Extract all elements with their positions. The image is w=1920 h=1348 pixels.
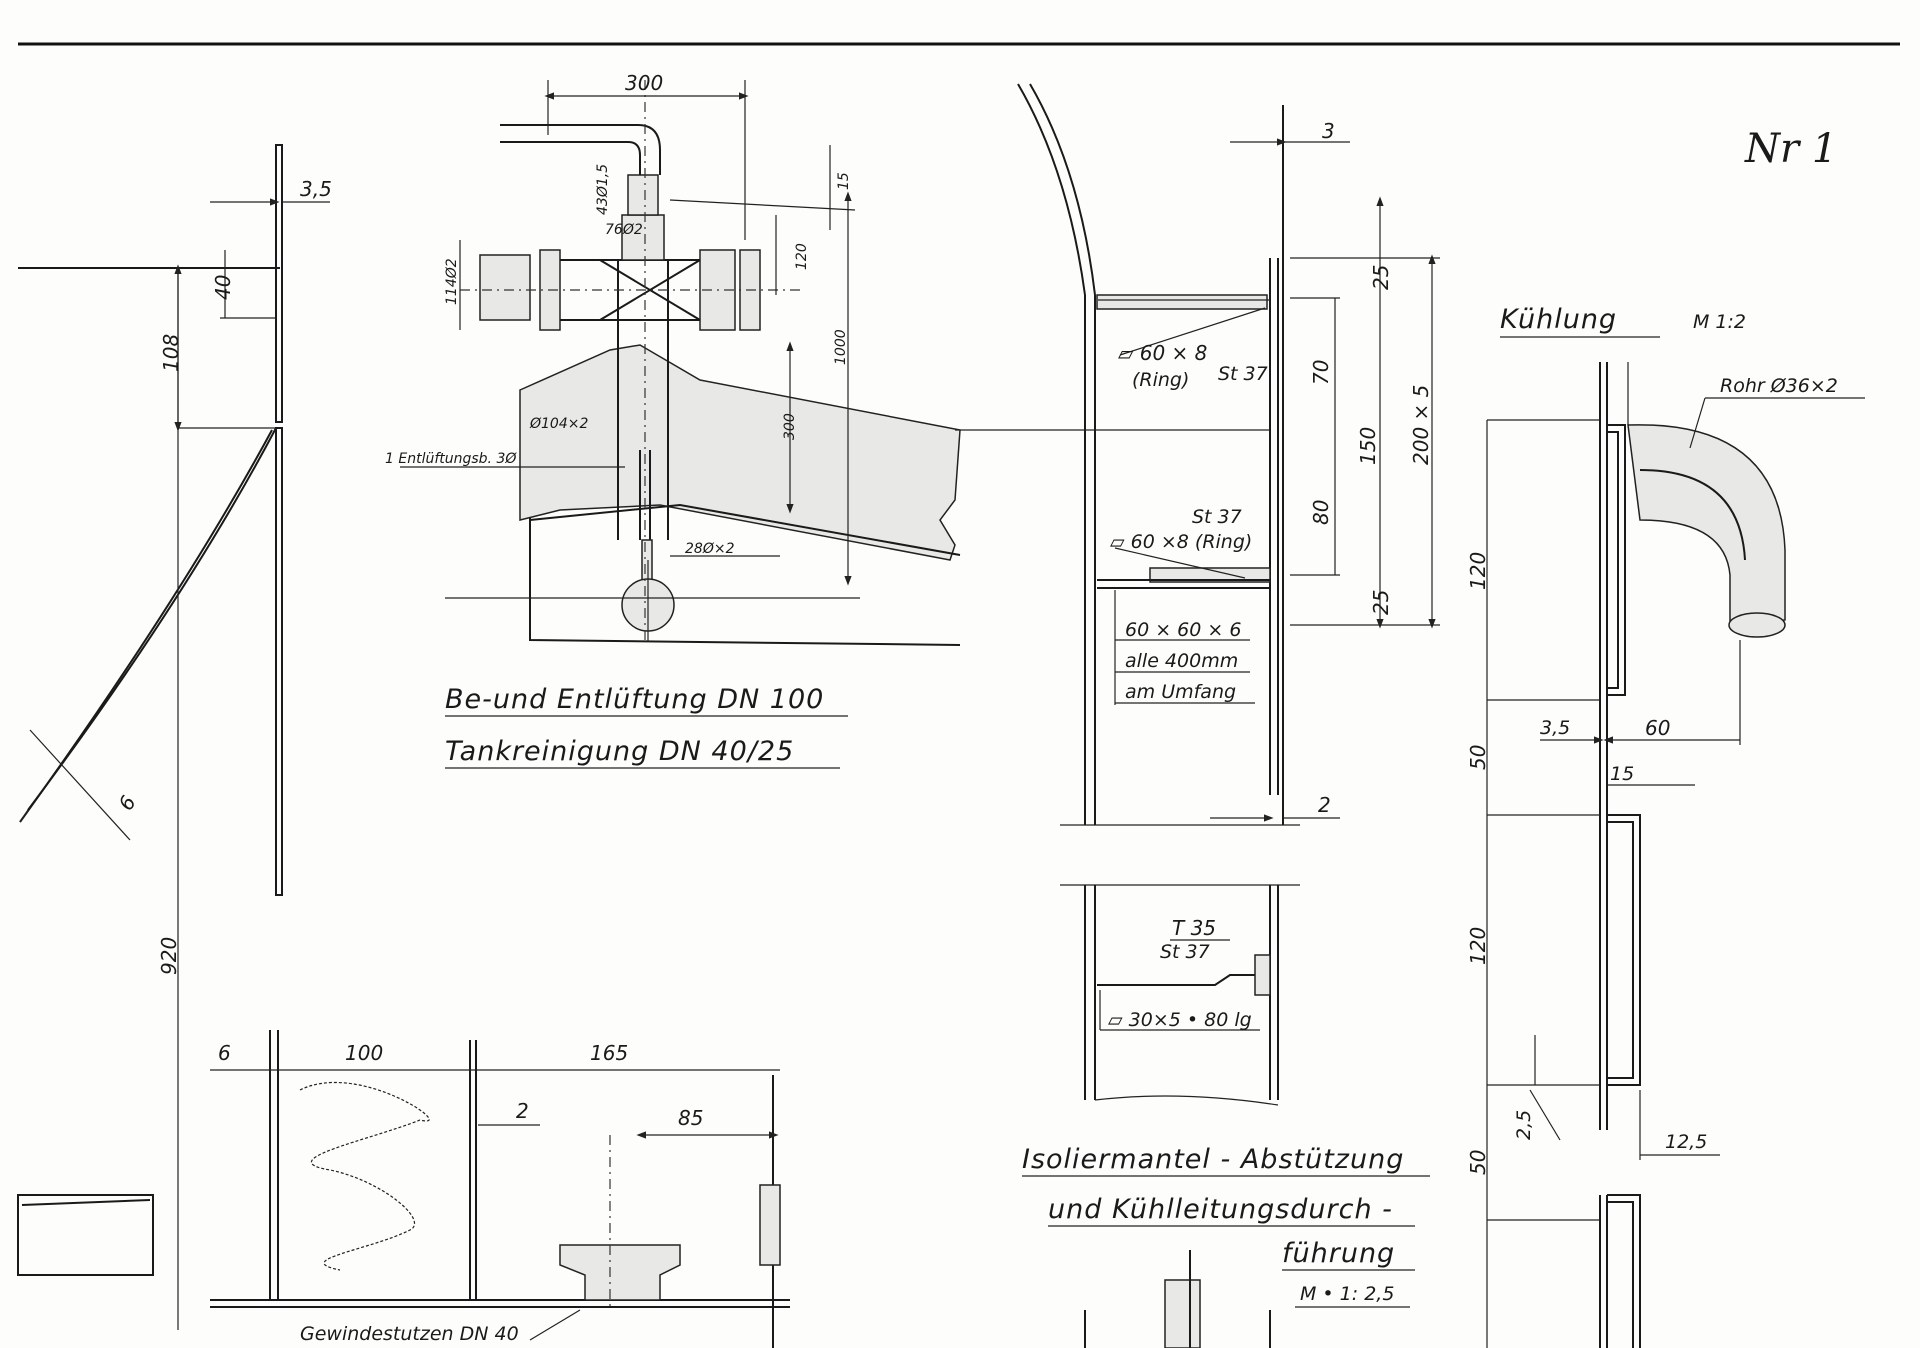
dim-300-vertical: 300	[782, 413, 798, 440]
pipe-43x1-5: 43Ø1,5	[595, 164, 611, 215]
page-mark: Nr 1	[1744, 126, 1837, 172]
cooling-pipe-label: Rohr Ø36×2	[1720, 375, 1838, 397]
vent-title: Be-und Entlüftung DN 100	[445, 684, 824, 715]
dim-15-vent: 15	[836, 172, 852, 190]
dim-120-cooling-upper: 120	[1466, 552, 1490, 590]
dim-120-vent: 120	[794, 243, 810, 270]
dim-15-cooling: 15	[1610, 763, 1634, 785]
dim-300-top: 300	[625, 71, 663, 95]
dim-920: 920	[157, 937, 181, 975]
cooling-section	[1486, 362, 1865, 1348]
cooling-scale: M 1:2	[1693, 311, 1746, 333]
vent-note: 1 Entlüftungsb. 3Ø	[385, 451, 517, 467]
t35-material: St 37	[1160, 941, 1210, 963]
dim-1000: 1000	[833, 329, 849, 365]
dim-2-5: 2,5	[1513, 1110, 1535, 1140]
angle-location: am Umfang	[1125, 681, 1236, 703]
dim-50-lower: 50	[1466, 1150, 1490, 1175]
dim-25-lower: 25	[1369, 590, 1393, 615]
t35-label: T 35	[1172, 916, 1216, 940]
insulation-title-2: und Kühlleitungsdurch -	[1048, 1194, 1393, 1225]
angle-size: 60 × 60 × 6	[1125, 619, 1241, 641]
vent-subtitle: Tankreinigung DN 40/25	[445, 736, 794, 767]
pipe-114x2: 114Ø2	[444, 258, 460, 305]
dim-2-insulation: 2	[1318, 793, 1331, 817]
left-wall-section	[18, 144, 330, 1330]
cooling-title: Kühlung	[1500, 304, 1617, 335]
dim-60: 60	[1645, 716, 1670, 740]
dim-2-bottom: 2	[516, 1099, 529, 1123]
gewindestutzen-label: Gewindestutzen DN 40	[300, 1323, 519, 1345]
dim-150: 150	[1356, 427, 1380, 465]
insulation-title-1: Isoliermantel - Abstützung	[1022, 1144, 1404, 1175]
dim-108: 108	[159, 334, 183, 372]
ring2-label: ▱ 60 ×8 (Ring)	[1110, 531, 1252, 553]
ring1-material: St 37	[1218, 363, 1268, 385]
dim-85: 85	[678, 1106, 703, 1130]
dim-3-5-left: 3,5	[300, 177, 332, 201]
dim-3: 3	[1322, 119, 1335, 143]
pipe-76x2: 76Ø2	[605, 222, 643, 238]
insulation-scale: M • 1: 2,5	[1300, 1283, 1394, 1305]
flat-bar-label: ▱ 30×5 • 80 lg	[1108, 1009, 1252, 1031]
dim-80: 80	[1309, 500, 1333, 525]
insulation-title-3: führung	[1282, 1238, 1395, 1269]
dim-200x5: 200 × 5	[1409, 385, 1433, 465]
dim-6-bottom: 6	[218, 1041, 231, 1065]
ring1-ring: (Ring)	[1132, 369, 1189, 391]
dim-3-5-cooling: 3,5	[1540, 717, 1570, 739]
bottom-left-section	[17, 1030, 790, 1348]
dim-120-cooling-lower: 120	[1466, 927, 1490, 965]
pipe-104x2: Ø104×2	[529, 416, 588, 432]
dim-6-plate: 6	[114, 791, 141, 814]
insulation-support-section	[955, 83, 1440, 1348]
dim-25-upper: 25	[1369, 265, 1393, 290]
dim-100: 100	[345, 1041, 383, 1065]
dim-70: 70	[1309, 360, 1333, 385]
ring2-material: St 37	[1192, 506, 1242, 528]
dim-165: 165	[590, 1041, 628, 1065]
angle-spacing: alle 400mm	[1125, 650, 1238, 672]
dim-12-5: 12,5	[1665, 1131, 1707, 1153]
ring1-label: ▱ 60 × 8	[1118, 341, 1207, 365]
pipe-28x2: 28Ø×2	[685, 541, 735, 557]
dim-50-upper: 50	[1466, 745, 1490, 770]
vent-assembly	[400, 80, 961, 646]
dim-40: 40	[211, 275, 235, 300]
